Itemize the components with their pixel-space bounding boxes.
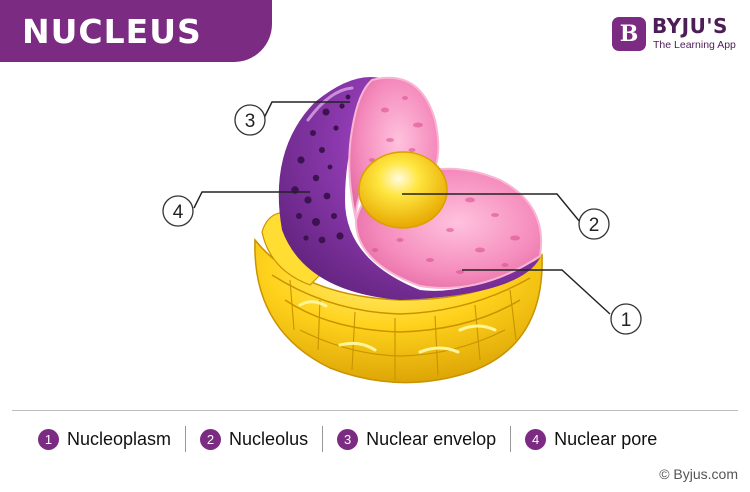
legend-number: 2 xyxy=(200,428,222,450)
legend-label: Nucleoplasm xyxy=(67,428,172,449)
leader-line-1 xyxy=(462,269,611,315)
callout-1-number: 1 xyxy=(621,310,632,331)
legend-separator xyxy=(510,426,512,452)
legend-label: Nucleolus xyxy=(229,428,309,449)
nucleus-diagram: 1 2 3 4 xyxy=(162,76,642,384)
divider xyxy=(12,410,738,411)
legend-item-nuclear-envelop: 3 Nuclear envelop xyxy=(337,428,497,450)
byjus-logo: B BYJU'S The Learning App xyxy=(612,14,742,54)
callout-1: 1 xyxy=(610,303,642,335)
logo-badge: B xyxy=(612,17,646,51)
leader-line-2 xyxy=(402,193,581,223)
callout-4-number: 4 xyxy=(173,202,184,223)
copyright-text: © Byjus.com xyxy=(659,466,738,482)
legend-number: 3 xyxy=(337,428,359,450)
legend-separator xyxy=(185,426,187,452)
callout-4: 4 xyxy=(162,195,194,227)
legend-number: 4 xyxy=(525,428,547,450)
page-title: NUCLEUS xyxy=(22,11,202,51)
legend-item-nucleolus: 2 Nucleolus xyxy=(200,428,309,450)
callout-2: 2 xyxy=(578,208,610,240)
callout-2-number: 2 xyxy=(589,215,600,236)
logo-tagline: The Learning App xyxy=(653,39,736,51)
legend-separator xyxy=(322,426,324,452)
legend-number: 1 xyxy=(38,428,59,450)
leader-line-4 xyxy=(193,191,310,209)
logo-name: BYJU'S xyxy=(652,14,728,38)
legend-label: Nuclear envelop xyxy=(366,428,497,449)
legend-label: Nuclear pore xyxy=(554,428,658,449)
nuclear-envelope xyxy=(278,77,540,300)
nucleolus xyxy=(358,151,448,229)
callout-3-number: 3 xyxy=(245,111,256,132)
legend-item-nucleoplasm: 1 Nucleoplasm xyxy=(38,428,172,450)
legend-item-nuclear-pore: 4 Nuclear pore xyxy=(525,428,658,450)
callout-3: 3 xyxy=(234,104,266,136)
callout-leaders xyxy=(193,101,611,315)
title-banner: NUCLEUS xyxy=(0,0,272,62)
leader-line-3 xyxy=(263,101,350,119)
legend: 1 Nucleoplasm 2 Nucleolus 3 Nuclear enve… xyxy=(38,424,742,454)
